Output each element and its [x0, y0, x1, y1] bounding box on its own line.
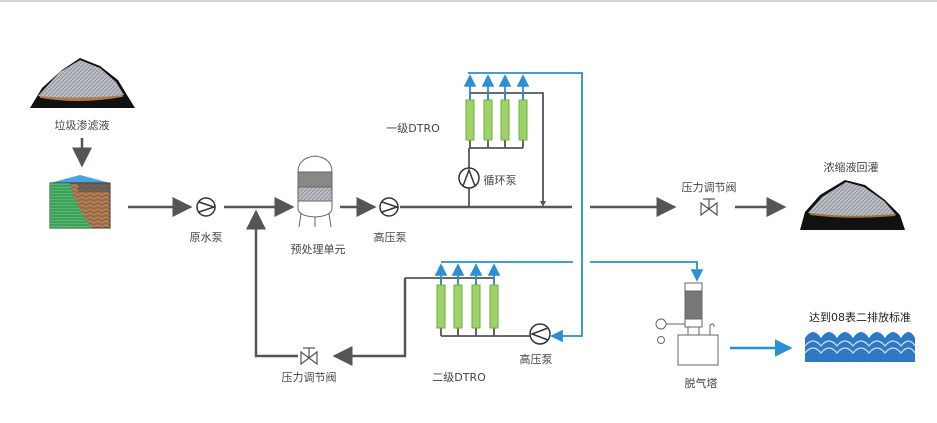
- label-raw-pump: 原水泵: [189, 231, 223, 244]
- dtro-1-modules: [465, 99, 528, 141]
- label-dtro-2: 二级DTRO: [432, 371, 486, 384]
- raw-water-pump-icon: [196, 197, 217, 217]
- circulation-pump-icon: [458, 167, 480, 189]
- label-valve-1: 压力调节阀: [681, 181, 737, 194]
- label-degasser: 脱气塔: [684, 377, 718, 390]
- high-pressure-pump-2-icon: [529, 323, 551, 345]
- label-dtro-1: 一级DTRO: [386, 122, 440, 135]
- discharge-water-icon: [804, 332, 916, 362]
- label-hp-pump-1: 高压泵: [373, 231, 407, 244]
- degassing-tower-icon: [655, 282, 719, 366]
- pressure-valve-2-icon: [300, 347, 318, 366]
- dtro-2-modules: [436, 284, 499, 329]
- pretreatment-vessel-icon: [297, 155, 333, 228]
- landfill-mound-icon: [30, 58, 135, 108]
- pressure-valve-1-icon: [700, 198, 718, 217]
- concentrate-landfill-icon: [800, 180, 905, 230]
- label-hp-pump-2: 高压泵: [519, 353, 553, 366]
- label-circ-pump: 循环泵: [483, 174, 517, 187]
- label-concentrate: 浓缩液回灌: [823, 161, 879, 174]
- label-valve-2: 压力调节阀: [281, 371, 337, 384]
- high-pressure-pump-1-icon: [379, 197, 400, 217]
- label-discharge: 达到08表二排放标准: [809, 311, 911, 324]
- label-pretreatment: 预处理单元: [290, 243, 346, 256]
- regulating-tank-icon: [49, 175, 111, 229]
- label-leachate: 垃圾渗滤液: [54, 119, 110, 132]
